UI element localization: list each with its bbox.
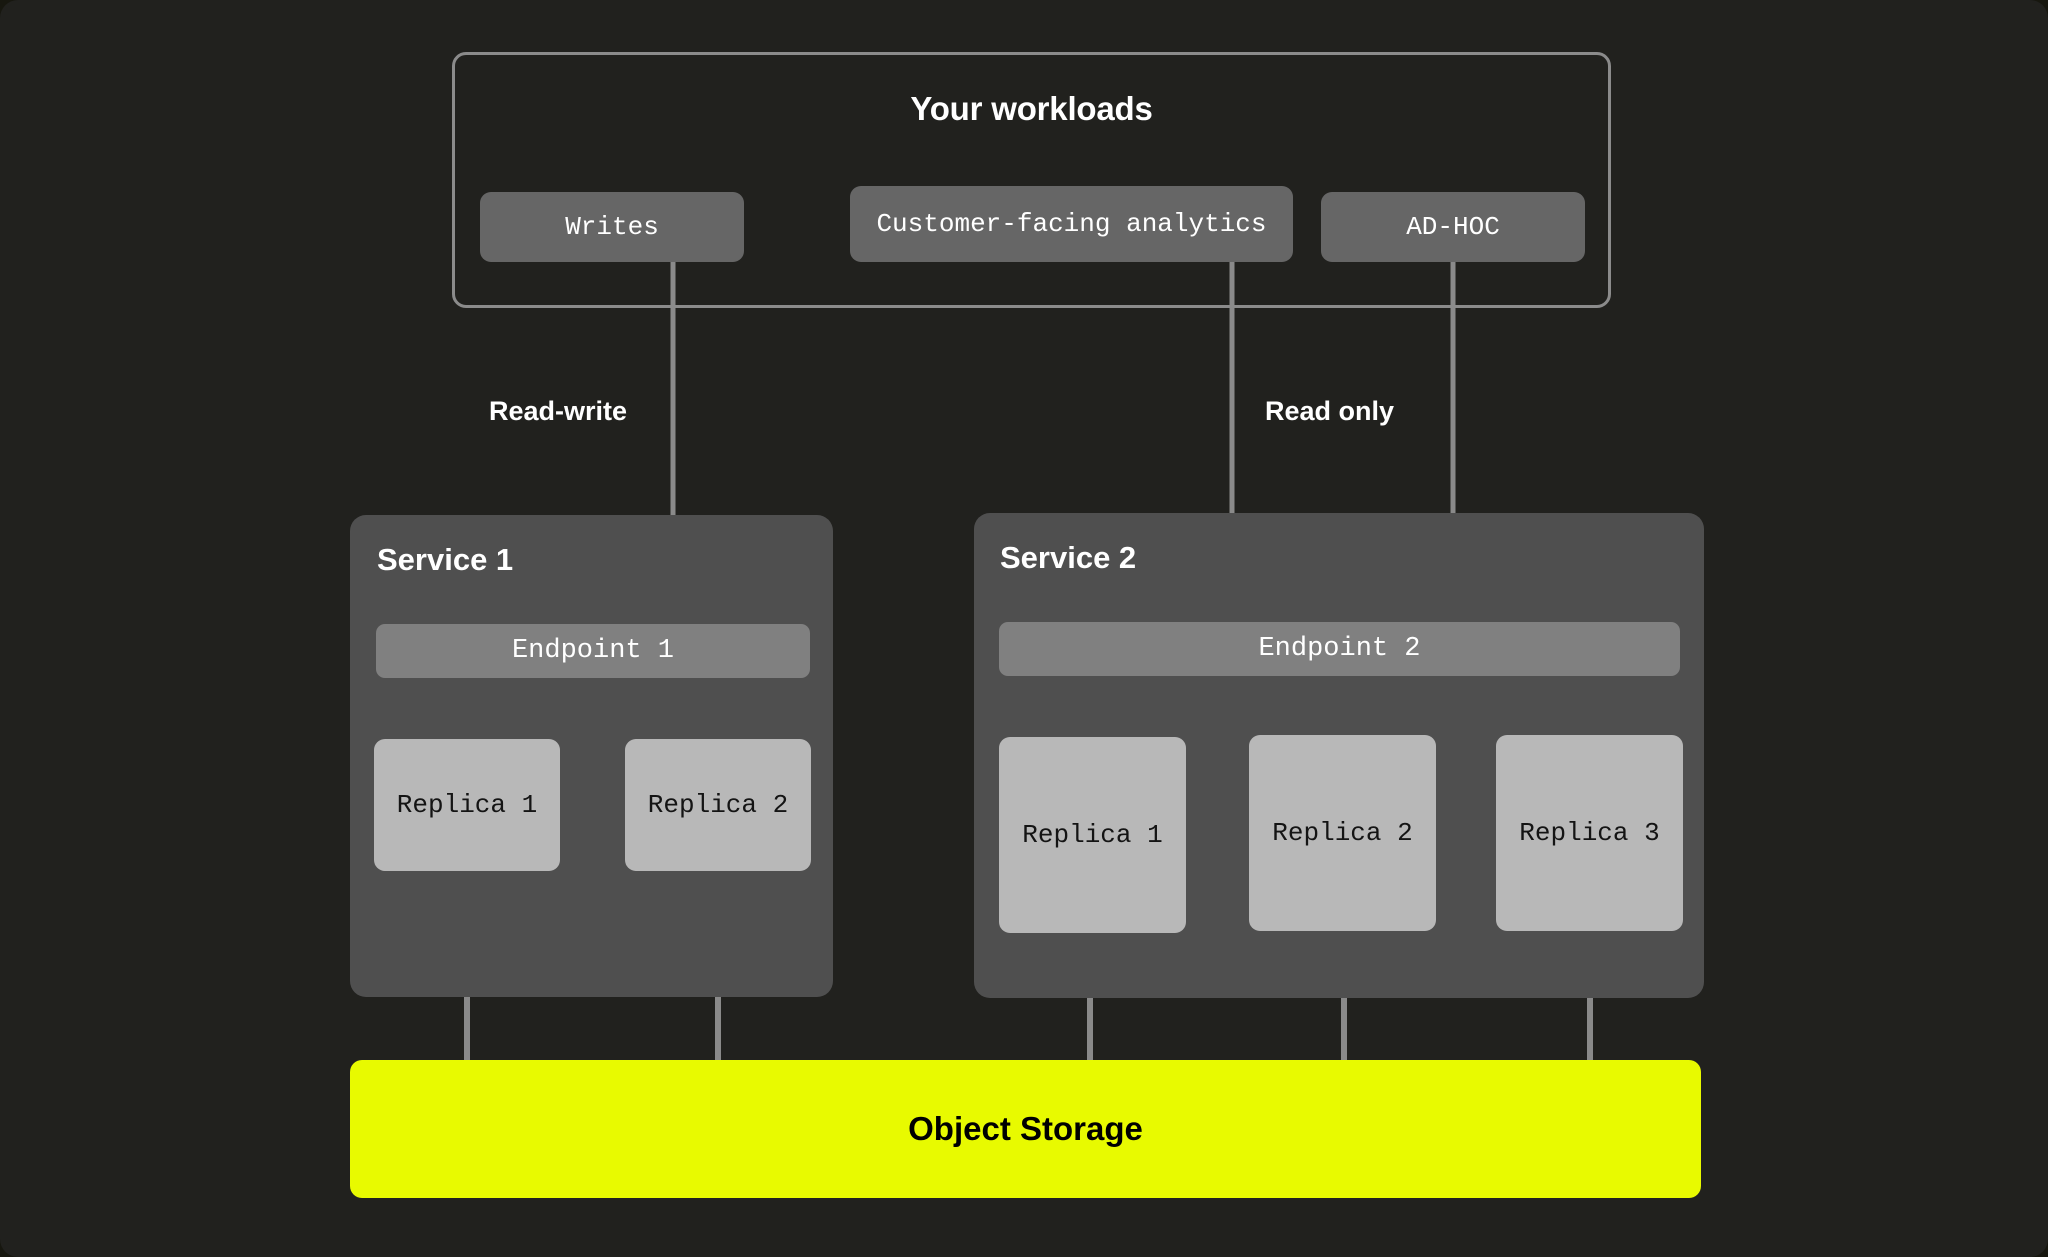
service-1-endpoint[interactable]: Endpoint 1 bbox=[376, 624, 810, 678]
service-1-endpoint-label: Endpoint 1 bbox=[511, 636, 675, 666]
service-1-title: Service 1 bbox=[377, 542, 514, 577]
service-2-replica-3-label: Replica 3 bbox=[1519, 818, 1660, 848]
workload-ad-hoc[interactable]: AD-HOC bbox=[1321, 192, 1585, 262]
workloads-container bbox=[452, 52, 1611, 308]
service-1-replica-1-label: Replica 1 bbox=[396, 790, 538, 820]
service-2-replica-3[interactable]: Replica 3 bbox=[1496, 735, 1683, 931]
service-2-endpoint[interactable]: Endpoint 2 bbox=[999, 622, 1680, 676]
object-storage-label: Object Storage bbox=[908, 1110, 1143, 1147]
edge-label-read-write: Read-write bbox=[489, 396, 628, 426]
service-2-endpoint-label: Endpoint 2 bbox=[1258, 634, 1421, 664]
workload-writes-label: Writes bbox=[565, 212, 659, 242]
service-2-replica-2-label: Replica 2 bbox=[1272, 818, 1413, 848]
service-1-replica-2[interactable]: Replica 2 bbox=[625, 739, 811, 871]
service-1-replica-1[interactable]: Replica 1 bbox=[374, 739, 560, 871]
service-2-replica-2[interactable]: Replica 2 bbox=[1249, 735, 1436, 931]
edge-label-read-only: Read only bbox=[1265, 396, 1395, 426]
workload-ad-hoc-label: AD-HOC bbox=[1406, 212, 1500, 242]
workloads-title: Your workloads bbox=[910, 90, 1153, 127]
workload-writes[interactable]: Writes bbox=[480, 192, 744, 262]
service-2-replica-1-label: Replica 1 bbox=[1022, 820, 1163, 850]
service-1-replica-2-label: Replica 2 bbox=[647, 790, 789, 820]
workload-customer-facing-analytics[interactable]: Customer-facing analytics bbox=[850, 186, 1293, 262]
workload-customer-facing-analytics-label: Customer-facing analytics bbox=[876, 209, 1267, 239]
service-2-replica-1[interactable]: Replica 1 bbox=[999, 737, 1186, 933]
object-storage-bar[interactable]: Object Storage bbox=[350, 1060, 1701, 1198]
service-2-title: Service 2 bbox=[1000, 540, 1137, 575]
